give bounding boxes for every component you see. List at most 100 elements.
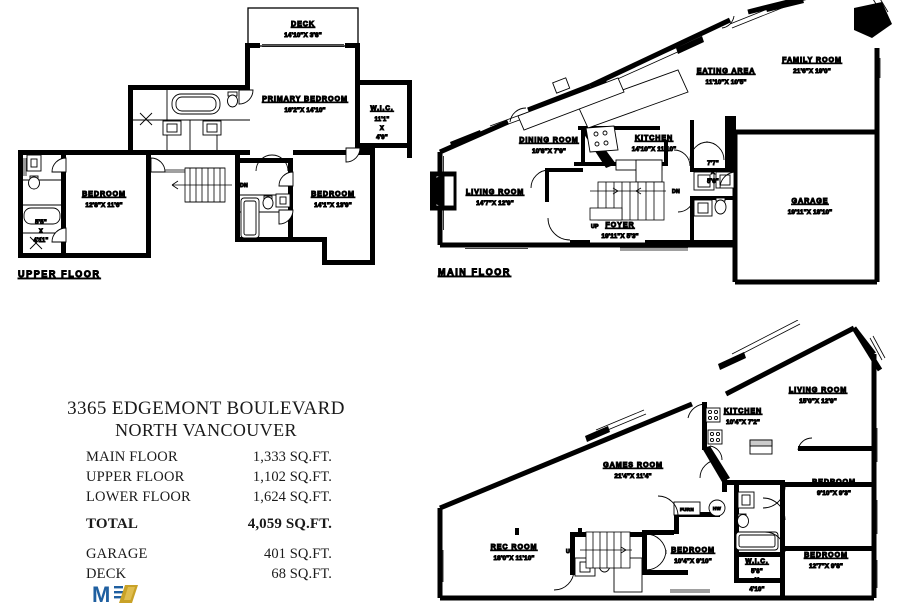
property-address-line1: 3365 EDGEMONT BOULEVARD: [67, 398, 345, 419]
room-dim-deck: 14'10"X 3'8": [284, 32, 322, 39]
upper-floor-title: UPPER FLOOR: [18, 269, 101, 279]
hot-water-label: HW: [713, 506, 722, 511]
table-row: UPPER FLOOR 1,102 SQ.FT.: [56, 467, 356, 487]
table-row: LOWER FLOOR 1,624 SQ.FT.: [56, 487, 356, 507]
room-dim-main-bath-l1: 7'7": [707, 161, 719, 167]
room-dim-upper-bath-l1: 5'5": [35, 220, 47, 226]
room-name-lower-kitchen: KITCHEN: [724, 406, 762, 415]
table-row: GARAGE 401 SQ.FT.: [56, 540, 356, 565]
room-dim-upper-bath-x: X: [39, 229, 43, 235]
room-name-lower-bedroom-2: BEDROOM: [804, 550, 848, 559]
mechanical-equipment: FURN HW: [673, 499, 726, 517]
lower-floor-plan: UP FURN HW LIVING ROOM: [430, 320, 910, 606]
upper-floor-plan: DN DECK 14'10"X 3'8" PRIMARY BEDROOM 16'…: [0, 0, 430, 300]
shower-fixture: [139, 112, 153, 126]
total-label: TOTAL: [86, 516, 139, 533]
lower-floor-exterior-walls: [437, 325, 883, 601]
property-summary-block: 3365 EDGEMONT BOULEVARD NORTH VANCOUVER …: [56, 398, 356, 585]
property-address-line2: NORTH VANCOUVER: [115, 419, 297, 440]
entry-canopy: [854, 2, 892, 38]
floor-label-lower: LOWER FLOOR: [86, 488, 191, 505]
room-name-living-room: LIVING ROOM: [466, 187, 524, 196]
room-dim-wic-x: X: [380, 126, 384, 132]
room-dim-foyer: 19'11"X 5'3": [601, 233, 638, 240]
floor-label-upper: UPPER FLOOR: [86, 468, 185, 485]
main-floor-plan: DN UP: [430, 0, 910, 300]
table-row: DECK 68 SQ.FT.: [56, 565, 356, 585]
support-posts: [515, 528, 582, 535]
room-dim-garage: 19'11"X 18'10": [788, 209, 833, 216]
toilet-fixture: [227, 91, 238, 108]
room-dim-eating-area: 11'10"X 10'5": [706, 79, 747, 86]
main-stair-dn-label: DN: [672, 189, 680, 195]
door-swings: [51, 89, 361, 243]
square-footage-table: MAIN FLOOR 1,333 SQ.FT. UPPER FLOOR 1,10…: [56, 447, 356, 585]
room-name-dining-room: DINING ROOM: [519, 135, 578, 144]
room-name-eating-area: EATING AREA: [697, 66, 756, 75]
extra-value-deck: 68 SQ.FT.: [271, 566, 332, 583]
lower-kitchen-fixtures: [705, 407, 773, 455]
room-dim-lower-wic-x: X: [755, 578, 759, 584]
room-name-lower-living-room: LIVING ROOM: [789, 385, 847, 394]
cooktop: [585, 125, 619, 153]
room-dim-upper-bath-l2: 4'11": [34, 238, 49, 244]
left-bath-fixtures: [23, 154, 61, 250]
kitchen-counter: [517, 77, 625, 131]
room-dim-lower-kitchen: 10'4"X 7'2": [726, 419, 760, 426]
fireplace: [430, 171, 457, 211]
lower-stair-up-label: UP: [566, 549, 574, 555]
extra-value-garage: 401 SQ.FT.: [263, 546, 332, 563]
stair-dn-label: DN: [240, 183, 248, 189]
main-floor-stairs: [589, 181, 666, 221]
floor-value-upper: 1,102 SQ.FT.: [252, 468, 332, 485]
floor-label-main: MAIN FLOOR: [86, 448, 178, 465]
room-dim-wic-l1: 11'1": [375, 117, 390, 123]
room-dim-main-bath-x: X: [711, 170, 715, 176]
room-dim-main-bath-l2: 5'6": [707, 179, 719, 185]
room-dim-primary-bedroom: 16'2"X 14'10": [284, 107, 325, 114]
floor-value-lower: 1,624 SQ.FT.: [252, 488, 332, 505]
furnace-label: FURN: [680, 507, 694, 512]
room-name-wic: W.I.C.: [370, 105, 393, 112]
kitchen-cabinets: [615, 159, 663, 183]
room-name-bedroom-2: BEDROOM: [311, 189, 355, 198]
room-name-garage: GARAGE: [792, 196, 829, 205]
deck-outline: [247, 7, 359, 47]
room-dim-bedroom-2: 14'1"X 13'9": [314, 202, 352, 209]
room-name-deck: DECK: [291, 19, 315, 28]
room-name-lower-wic: W.I.C.: [745, 558, 768, 565]
room-dim-lower-bedroom-2: 12'7"X 9'8": [809, 563, 843, 570]
extra-label-garage: GARAGE: [86, 546, 148, 563]
room-name-lower-bedroom-3: BEDROOM: [671, 545, 715, 554]
bathtub-fixture: [171, 93, 221, 115]
room-dim-dining-room: 10'8"X 7'9": [532, 148, 566, 155]
room-dim-living-room: 14'7"X 12'9": [476, 200, 514, 207]
total-value: 4,059 SQ.FT.: [247, 516, 332, 533]
room-dim-wic-l2: 4'9": [376, 135, 388, 141]
room-dim-family-room: 21'6"X 19'0": [793, 68, 831, 75]
main-floor-title: MAIN FLOOR: [438, 267, 511, 277]
room-name-games-room: GAMES ROOM: [603, 460, 663, 469]
right-bath-fixtures: [240, 193, 291, 239]
room-name-primary-bedroom: PRIMARY BEDROOM: [262, 94, 348, 103]
room-name-foyer: FOYER: [605, 220, 634, 229]
lower-diagonal-wall-chunks: [585, 352, 746, 442]
room-dim-lower-wic-l2: 4'10": [749, 587, 764, 593]
table-row-total: TOTAL 4,059 SQ.FT.: [56, 507, 356, 540]
main-stair-up-label: UP: [591, 224, 599, 230]
entry-detail: [873, 0, 889, 15]
company-logo: M: [92, 583, 150, 607]
room-dim-lower-wic-l1: 5'8": [751, 569, 763, 575]
lower-door-swings: [553, 403, 813, 591]
room-name-rec-room: REC ROOM: [491, 542, 538, 551]
logo-letter-m: M: [92, 583, 110, 607]
room-dim-games-room: 21'4"X 11'4": [614, 473, 651, 480]
table-row: MAIN FLOOR 1,333 SQ.FT.: [56, 447, 356, 467]
room-name-bedroom-1: BEDROOM: [82, 189, 126, 198]
lower-floor-windows: [440, 320, 886, 593]
room-dim-bedroom-1: 12'8"X 11'6": [85, 202, 122, 209]
room-dim-rec-room: 18'0"X 11'10": [494, 555, 535, 562]
room-dim-lower-bedroom-1: 9'10"X 9'3": [817, 490, 851, 497]
room-dim-lower-bedroom-3: 10'4"X 9'10": [674, 558, 712, 565]
room-dim-lower-living-room: 15'0"X 12'9": [799, 398, 837, 405]
